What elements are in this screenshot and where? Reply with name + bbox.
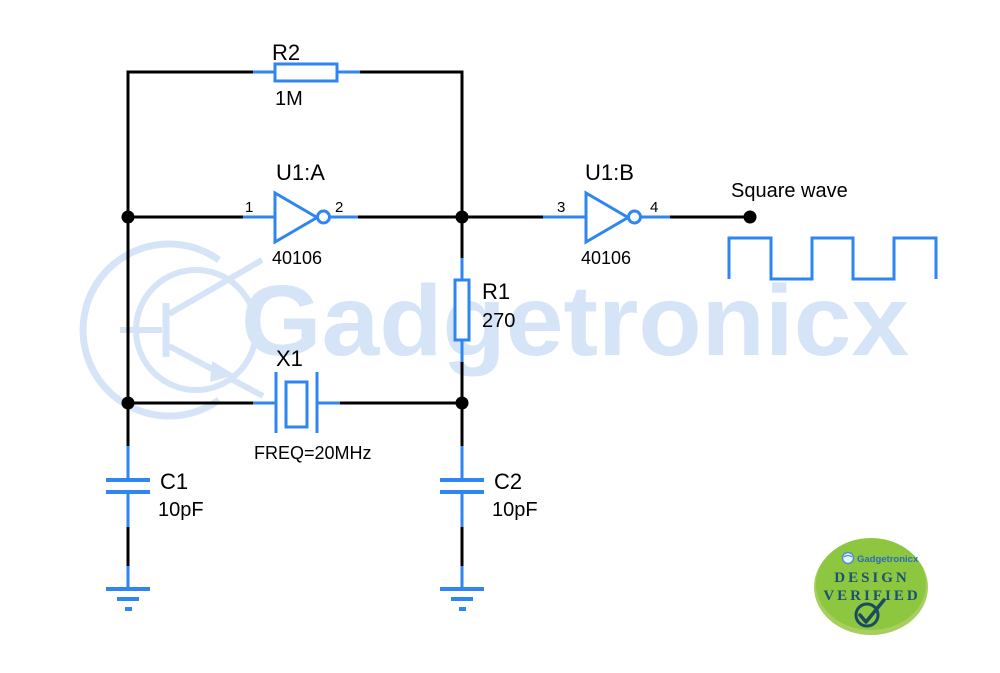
c2-value-label: 10pF xyxy=(492,499,538,521)
ground-2-icon xyxy=(440,587,484,611)
junction-dots xyxy=(121,210,757,410)
watermark-logo xyxy=(79,240,265,420)
badge-globe-swirl-icon xyxy=(843,554,853,558)
u1a-pin2-label: 2 xyxy=(335,199,343,216)
watermark-emitter-arrow-icon xyxy=(210,361,235,382)
badge-brand-label: Gadgetronicx xyxy=(857,554,919,565)
capacitor-c2: C2 10pF xyxy=(440,469,538,521)
wire-right-rail-top xyxy=(360,70,464,217)
x1-ref-label: X1 xyxy=(276,346,303,371)
badge-design-label: DESIGN xyxy=(834,570,910,586)
u1b-pin4-label: 4 xyxy=(650,199,658,216)
watermark-transistor-collector xyxy=(167,257,264,317)
u1b-triangle xyxy=(584,190,631,245)
badge-verified-label: VERIFIED xyxy=(823,588,920,604)
watermark-text: Gadgetronicx xyxy=(241,265,909,377)
badge-globe-icon xyxy=(841,551,855,565)
watermark-transistor-emitter-ext xyxy=(229,376,265,399)
r1-ref-label: R1 xyxy=(482,279,510,304)
square-wave-label: Square wave xyxy=(731,180,848,202)
r2-value-label: 1M xyxy=(275,88,303,110)
resistor-r2: R2 1M xyxy=(272,40,339,110)
u1a-ref-label: U1:A xyxy=(276,160,325,185)
u1a-pin1-label: 1 xyxy=(245,199,253,216)
resistor-r2-body xyxy=(273,62,339,83)
badge-check-icon xyxy=(854,598,886,628)
r1-value-label: 270 xyxy=(482,310,515,332)
resistor-r1: R1 270 xyxy=(453,278,515,342)
u1b-bubble-icon xyxy=(627,209,642,225)
output-terminal-dot xyxy=(743,210,757,224)
watermark-outer-arc xyxy=(79,240,222,420)
c2-ref-label: C2 xyxy=(494,469,522,494)
u1a-part-label: 40106 xyxy=(272,248,322,268)
capacitor-c1: C1 10pF xyxy=(106,469,204,521)
ground-1-icon xyxy=(106,587,150,611)
inverter-u1b: U1:B 40106 3 4 xyxy=(557,160,658,268)
c1-value-label: 10pF xyxy=(158,499,204,521)
junction-dot xyxy=(455,210,469,224)
u1a-triangle xyxy=(273,190,320,245)
junction-dot xyxy=(121,396,135,410)
resistor-r1-body xyxy=(453,278,471,342)
design-verified-badge: Gadgetronicx DESIGN VERIFIED xyxy=(814,538,928,635)
junction-dot xyxy=(455,396,469,410)
wires xyxy=(126,70,750,588)
x1-body xyxy=(284,380,309,429)
wire-left-rail-top xyxy=(126,70,253,217)
square-wave-symbol-icon xyxy=(727,236,938,281)
c1-ref-label: C1 xyxy=(160,469,188,494)
watermark-transistor-emitter xyxy=(167,343,216,373)
u1b-ref-label: U1:B xyxy=(585,160,634,185)
junction-dot xyxy=(121,210,135,224)
x1-freq-label: FREQ=20MHz xyxy=(254,443,372,463)
u1b-pin3-label: 3 xyxy=(557,199,565,216)
crystal-x1: X1 FREQ=20MHz xyxy=(254,346,372,463)
u1b-part-label: 40106 xyxy=(581,248,631,268)
u1a-bubble-icon xyxy=(316,209,331,225)
inverter-u1a: U1:A 40106 1 2 xyxy=(245,160,343,268)
r2-ref-label: R2 xyxy=(272,40,300,65)
